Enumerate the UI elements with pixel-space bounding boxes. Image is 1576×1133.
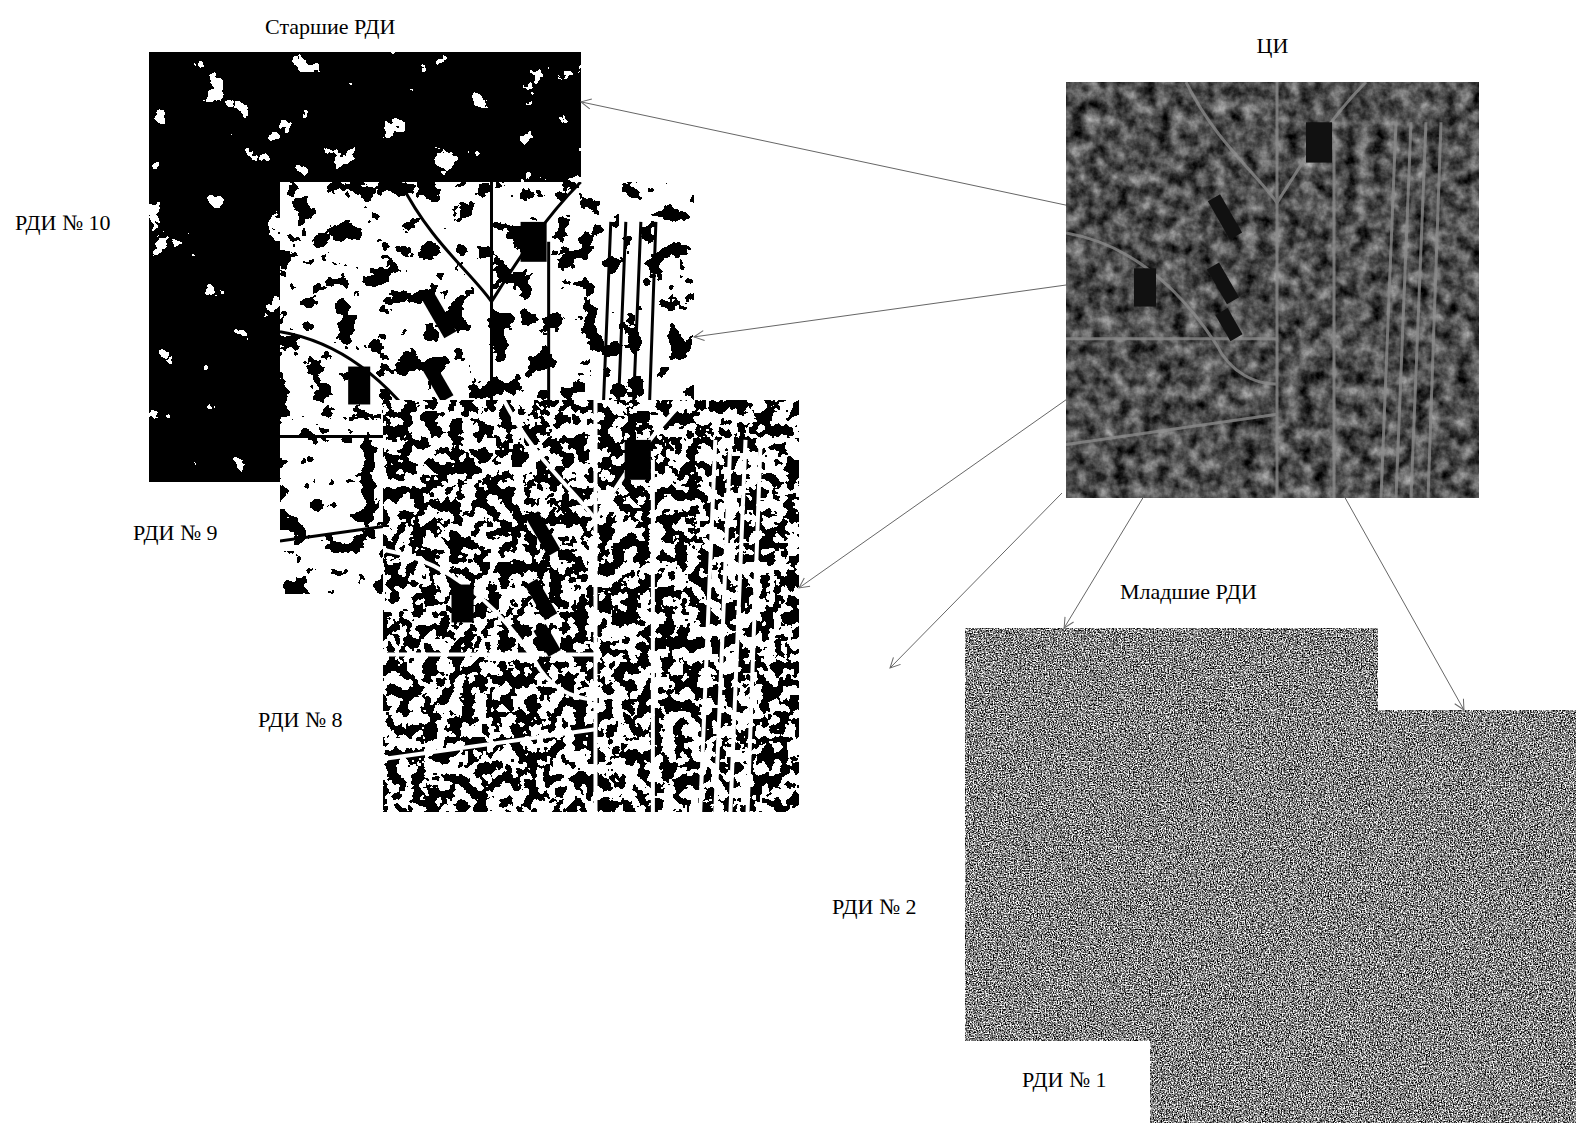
source-image-frame: ЦИ [1066, 82, 1479, 498]
label-holder: Старшие РДИ [263, 14, 398, 40]
bit-plane-frame: РДИ № 8 [383, 400, 799, 812]
source-texture [1066, 82, 1479, 498]
road-lines [1066, 82, 1441, 498]
arrow-connector [1345, 498, 1464, 710]
bit-plane-frame: РДИ № 2 [965, 628, 1378, 1041]
image-caption: РДИ № 8 [256, 707, 344, 733]
source-image [1066, 82, 1479, 498]
bit-plane-frame: РДИ № 1 [1150, 710, 1576, 1123]
arrow-connector [799, 400, 1066, 588]
road-lines [383, 400, 761, 812]
bit-plane-8-image [383, 400, 799, 812]
building-blocks [451, 440, 650, 657]
arrow-connector [694, 285, 1066, 337]
label-holder: Младшие РДИ [1118, 579, 1259, 605]
ellipsis-arrow [890, 493, 1062, 668]
bit-plane-1-noise [1150, 710, 1576, 1123]
arrow-connector [581, 102, 1066, 205]
image-caption: РДИ № 10 [13, 210, 112, 236]
image-caption: РДИ № 2 [830, 894, 918, 920]
image-caption: ЦИ [1255, 33, 1291, 59]
building-blocks [1134, 122, 1332, 341]
bit-plane-frame: РДИ № 10 [149, 52, 581, 482]
image-caption: РДИ № 9 [131, 520, 219, 546]
image-caption: РДИ № 1 [1020, 1067, 1108, 1093]
group-heading: Старшие РДИ [263, 14, 398, 40]
group-heading: Младшие РДИ [1118, 579, 1259, 605]
bit-plane-frame: РДИ № 9 [280, 182, 694, 594]
arrow-connector [1064, 498, 1143, 628]
bit-plane-texture [383, 400, 799, 812]
